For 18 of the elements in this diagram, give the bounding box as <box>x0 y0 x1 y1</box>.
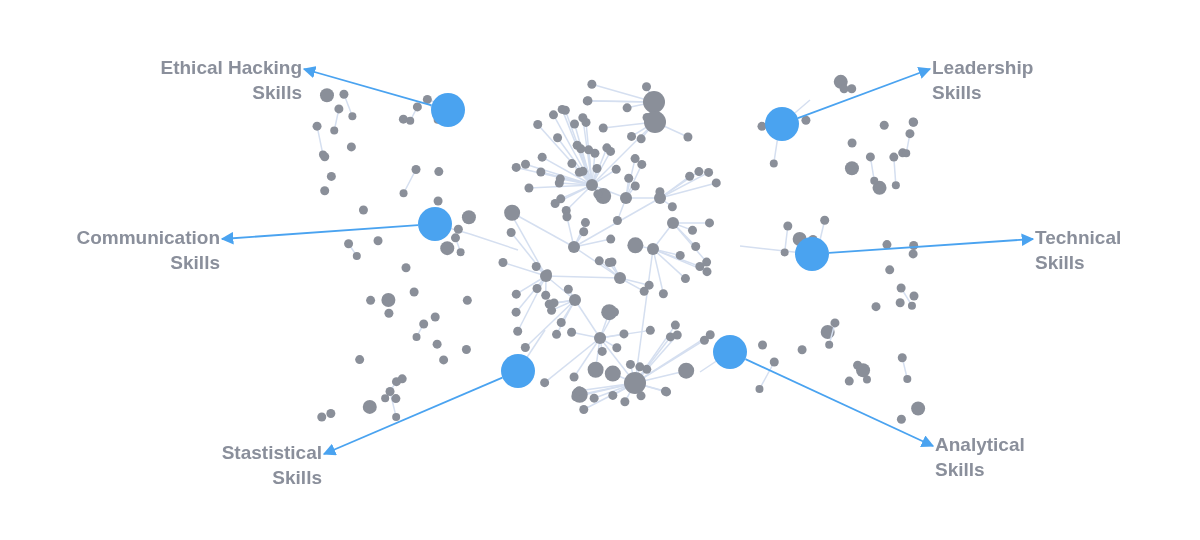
arrow <box>744 358 935 447</box>
node-circle <box>713 335 747 369</box>
arrow <box>220 224 419 245</box>
arrow <box>828 233 1035 254</box>
skill-label: Ethical Hacking Skills <box>152 55 302 105</box>
arrow <box>322 376 504 456</box>
node-circle <box>431 93 465 127</box>
node-circle <box>765 107 799 141</box>
arrow <box>797 67 932 119</box>
skill-label: Communication Skills <box>60 225 220 275</box>
node-circle <box>418 207 452 241</box>
node-circle <box>795 237 829 271</box>
arrow <box>302 66 433 107</box>
node-circle <box>501 354 535 388</box>
skill-label: Leadership Skills <box>932 55 1052 105</box>
skill-label: Analytical Skills <box>935 432 1045 482</box>
skill-label: Technical Skills <box>1035 225 1135 275</box>
skill-label: Stastistical Skills <box>192 440 322 490</box>
